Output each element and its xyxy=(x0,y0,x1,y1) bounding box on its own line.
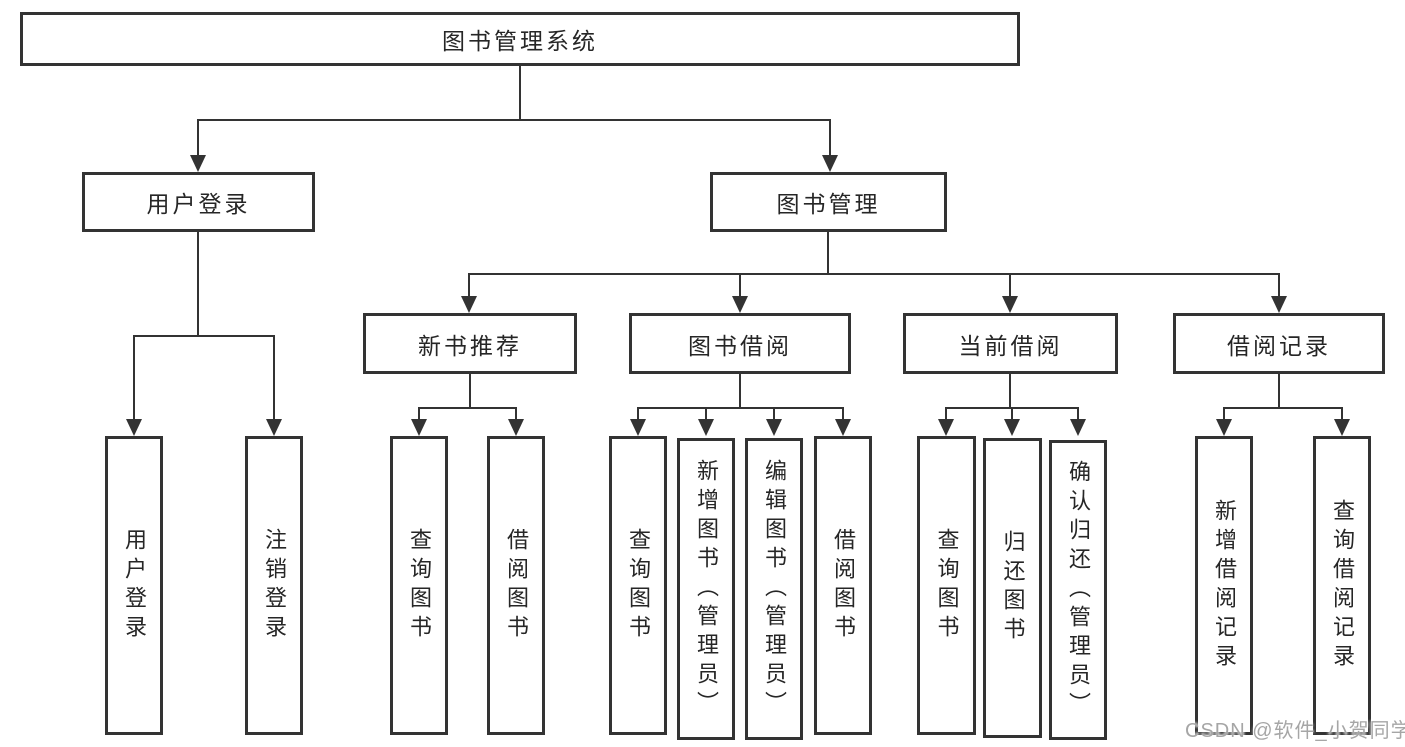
connector-borrowing-bus xyxy=(637,407,844,409)
connector-user-login-drop xyxy=(133,335,135,419)
leaf-query-books-3: 查询图书 xyxy=(917,436,976,735)
arrow-down-icon xyxy=(1216,419,1232,436)
connector-records-drop xyxy=(1341,407,1343,420)
csdn-watermark: CSDN @软件_小贺同学 xyxy=(1185,720,1405,742)
connector-book-mgmt-drop xyxy=(468,273,470,297)
connector-borrowing-drop xyxy=(705,407,707,420)
leaf-add-borrow-record: 新增借阅记录 xyxy=(1195,436,1253,735)
leaf-return-books: 归还图书 xyxy=(983,438,1042,738)
arrow-down-icon xyxy=(1334,419,1350,436)
connector-user-login-bus xyxy=(133,335,275,337)
connector-records-bus xyxy=(1223,407,1343,409)
arrow-down-icon xyxy=(698,419,714,436)
node-new-book-recommend: 新书推荐 xyxy=(363,313,577,374)
connector-records-drop xyxy=(1223,407,1225,420)
connector-book-mgmt-stem xyxy=(827,232,829,273)
connector-new-book-drop xyxy=(515,407,517,420)
arrow-down-icon xyxy=(461,296,477,313)
connector-new-book-drop xyxy=(418,407,420,420)
connector-current-drop xyxy=(945,407,947,420)
connector-borrowing-drop xyxy=(637,407,639,420)
arrow-down-icon xyxy=(766,419,782,436)
arrow-down-icon xyxy=(630,419,646,436)
leaf-borrow-books-2: 借阅图书 xyxy=(814,436,872,735)
node-user-login-branch: 用户登录 xyxy=(82,172,315,232)
node-root: 图书管理系统 xyxy=(20,12,1020,66)
connector-root-stem xyxy=(519,66,521,119)
connector-current-drop xyxy=(1077,407,1079,420)
leaf-confirm-return-admin: 确认归还（管理员） xyxy=(1049,440,1107,740)
node-current-borrowing: 当前借阅 xyxy=(903,313,1118,374)
leaf-query-books-2: 查询图书 xyxy=(609,436,667,735)
connector-new-book-bus xyxy=(418,407,517,409)
connector-borrowing-drop xyxy=(773,407,775,420)
arrow-down-icon xyxy=(1004,419,1020,436)
connector-user-login-stem xyxy=(197,232,199,335)
connector-root-bus xyxy=(197,119,831,121)
arrow-down-icon xyxy=(126,419,142,436)
leaf-edit-books-admin: 编辑图书（管理员） xyxy=(745,438,803,740)
arrow-down-icon xyxy=(411,419,427,436)
arrow-down-icon xyxy=(1002,296,1018,313)
node-borrowing-records: 借阅记录 xyxy=(1173,313,1385,374)
connector-book-mgmt-drop xyxy=(1278,273,1280,297)
arrow-down-icon xyxy=(835,419,851,436)
leaf-add-books-admin: 新增图书（管理员） xyxy=(677,438,735,740)
connector-root-drop xyxy=(829,119,831,160)
leaf-logout: 注销登录 xyxy=(245,436,303,735)
connector-current-stem xyxy=(1009,374,1011,407)
node-book-borrowing: 图书借阅 xyxy=(629,313,851,374)
arrow-down-icon xyxy=(732,296,748,313)
leaf-user-login: 用户登录 xyxy=(105,436,163,735)
connector-new-book-stem xyxy=(469,374,471,407)
leaf-query-books-1: 查询图书 xyxy=(390,436,448,735)
leaf-borrow-books-1: 借阅图书 xyxy=(487,436,545,735)
arrow-down-icon xyxy=(1271,296,1287,313)
arrow-down-icon xyxy=(938,419,954,436)
connector-current-drop xyxy=(1011,407,1013,420)
connector-borrowing-stem xyxy=(739,374,741,407)
arrow-down-icon xyxy=(266,419,282,436)
arrow-down-icon xyxy=(190,155,206,172)
connector-root-drop xyxy=(197,119,199,160)
arrow-down-icon xyxy=(1070,419,1086,436)
connector-book-mgmt-drop xyxy=(739,273,741,297)
leaf-query-borrow-record: 查询借阅记录 xyxy=(1313,436,1371,735)
arrow-down-icon xyxy=(508,419,524,436)
connector-user-login-drop xyxy=(273,335,275,419)
connector-records-stem xyxy=(1278,374,1280,407)
arrow-down-icon xyxy=(822,155,838,172)
connector-book-mgmt-drop xyxy=(1009,273,1011,297)
connector-borrowing-drop xyxy=(842,407,844,420)
node-book-management-branch: 图书管理 xyxy=(710,172,947,232)
connector-book-mgmt-bus xyxy=(468,273,1280,275)
